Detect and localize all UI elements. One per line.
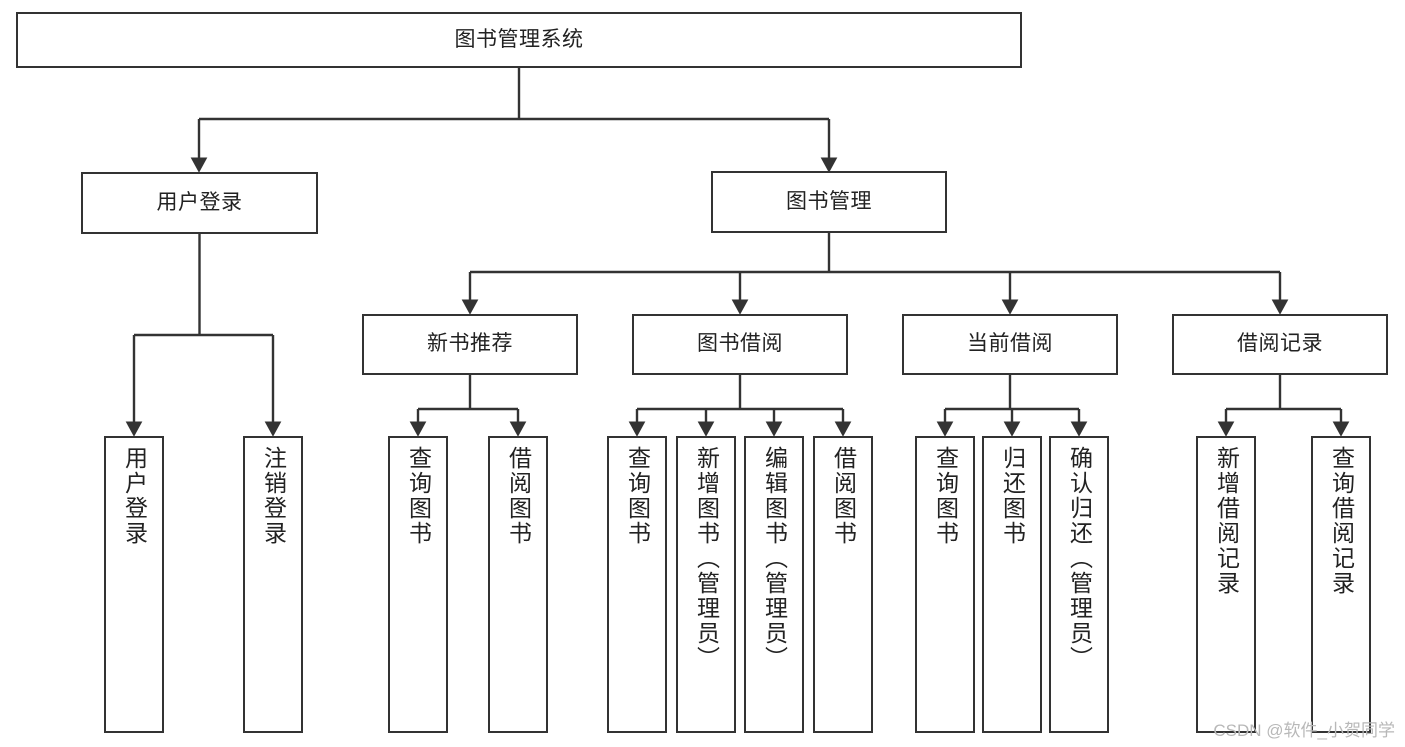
node-book-borrow-label: 图书借阅 bbox=[697, 332, 783, 356]
watermark-text: CSDN @软件_小贺同学 bbox=[1213, 721, 1395, 740]
node-leaf-query-book-2[interactable]: 查询图书 bbox=[607, 436, 667, 733]
node-leaf-add-record[interactable]: 新增借阅记录 bbox=[1196, 436, 1256, 733]
node-root-label: 图书管理系统 bbox=[454, 27, 584, 51]
node-borrow-record-label: 借阅记录 bbox=[1237, 332, 1323, 356]
node-leaf-user-login-label: 用户登录 bbox=[121, 446, 148, 546]
node-leaf-edit-book[interactable]: 编辑图书（管理员） bbox=[744, 436, 804, 733]
node-leaf-query-record-label: 查询借阅记录 bbox=[1328, 446, 1355, 596]
node-leaf-borrow-book-1-label: 借阅图书 bbox=[505, 446, 532, 546]
node-leaf-confirm-return[interactable]: 确认归还（管理员） bbox=[1049, 436, 1109, 733]
node-book-borrow[interactable]: 图书借阅 bbox=[632, 314, 848, 375]
node-leaf-query-book-1-label: 查询图书 bbox=[405, 446, 432, 546]
node-leaf-query-book-1[interactable]: 查询图书 bbox=[388, 436, 448, 733]
node-current-borrow-label: 当前借阅 bbox=[967, 332, 1053, 356]
node-user-login-label: 用户登录 bbox=[156, 190, 243, 214]
node-leaf-confirm-return-label: 确认归还（管理员） bbox=[1066, 446, 1093, 671]
node-user-login[interactable]: 用户登录 bbox=[81, 172, 318, 234]
node-leaf-add-record-label: 新增借阅记录 bbox=[1213, 446, 1240, 596]
node-leaf-query-book-3-label: 查询图书 bbox=[932, 446, 959, 546]
node-new-book-rec-label: 新书推荐 bbox=[427, 332, 513, 356]
node-leaf-logout-label: 注销登录 bbox=[260, 446, 287, 546]
node-leaf-borrow-book-2[interactable]: 借阅图书 bbox=[813, 436, 873, 733]
node-leaf-borrow-book-1[interactable]: 借阅图书 bbox=[488, 436, 548, 733]
node-leaf-query-book-2-label: 查询图书 bbox=[624, 446, 651, 546]
node-book-manage-label: 图书管理 bbox=[786, 189, 872, 213]
node-leaf-add-book[interactable]: 新增图书（管理员） bbox=[676, 436, 736, 733]
node-leaf-user-login[interactable]: 用户登录 bbox=[104, 436, 164, 733]
node-borrow-record[interactable]: 借阅记录 bbox=[1172, 314, 1388, 375]
node-leaf-query-book-3[interactable]: 查询图书 bbox=[915, 436, 975, 733]
node-current-borrow[interactable]: 当前借阅 bbox=[902, 314, 1118, 375]
node-leaf-logout[interactable]: 注销登录 bbox=[243, 436, 303, 733]
node-leaf-return-book[interactable]: 归还图书 bbox=[982, 436, 1042, 733]
node-leaf-add-book-label: 新增图书（管理员） bbox=[693, 446, 720, 671]
node-leaf-borrow-book-2-label: 借阅图书 bbox=[830, 446, 857, 546]
node-leaf-return-book-label: 归还图书 bbox=[999, 446, 1026, 546]
node-leaf-query-record[interactable]: 查询借阅记录 bbox=[1311, 436, 1371, 733]
node-root[interactable]: 图书管理系统 bbox=[16, 12, 1022, 68]
node-book-manage[interactable]: 图书管理 bbox=[711, 171, 947, 233]
node-new-book-rec[interactable]: 新书推荐 bbox=[362, 314, 578, 375]
node-leaf-edit-book-label: 编辑图书（管理员） bbox=[761, 446, 788, 671]
